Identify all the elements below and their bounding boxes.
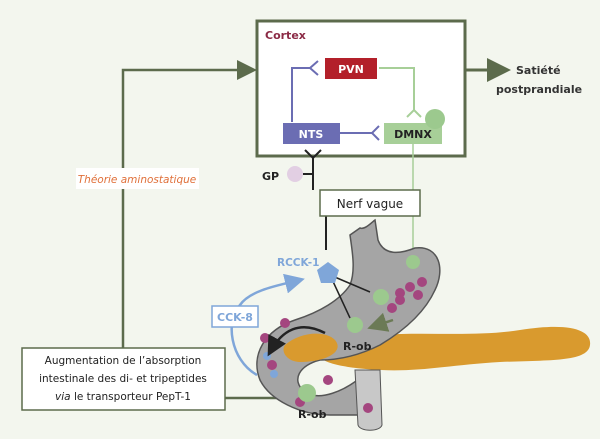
cck8-arrow [230,273,305,377]
rcck1-receptor-icon [317,262,339,283]
dmnx-box [384,123,442,144]
gp-dot [287,166,303,182]
synapse-icon [308,60,319,76]
theory-label: Théorie aminostatique [78,174,196,186]
cortex-label: Cortex [265,29,306,42]
flow-arrow [367,312,394,332]
synapse-icon [406,108,422,118]
stomach [256,218,441,416]
nerf-vague-label: Nerf vague [337,197,403,211]
pvn-label: PVN [338,63,364,76]
purple-cells [260,277,427,413]
absorption-line3: via le transporteur PepT-1 [55,391,191,403]
rob-label-bottom: R-ob [298,408,327,421]
rcck-label: RCCK-1 [277,257,319,269]
nts-box [283,123,340,144]
cck8-label: CCK-8 [217,311,253,324]
rob-label-stomach: R-ob [343,340,372,353]
nts-pvn-connection [291,67,310,122]
absorption-rest: le transporteur PepT-1 [71,391,191,403]
nerf-vague-box [319,189,421,217]
outcome-line1: Satiété [516,64,561,77]
feedback-line [121,60,257,350]
transit-arrow [267,326,326,357]
absorption-line1: Augmentation de l’absorption [45,355,202,367]
absorption-box [21,347,226,411]
green-receptor-cells [298,255,420,402]
absorption-via: via [55,391,71,403]
nts-label: NTS [299,128,324,141]
pvn-box [325,58,377,79]
gp-label: GP [262,170,279,183]
dmnx-label: DMNX [394,128,432,141]
cck8-box [211,305,259,328]
pvn-dmnx-connection [379,67,415,110]
synapse-icon [370,125,380,141]
absorption-line2: intestinale des di- et tripeptides [39,373,207,385]
theory-box [76,168,199,189]
receptor-dot [425,109,445,129]
pancreas-head [283,333,338,362]
duodenum [354,369,383,431]
outcome-line2: postprandiale [496,83,582,96]
